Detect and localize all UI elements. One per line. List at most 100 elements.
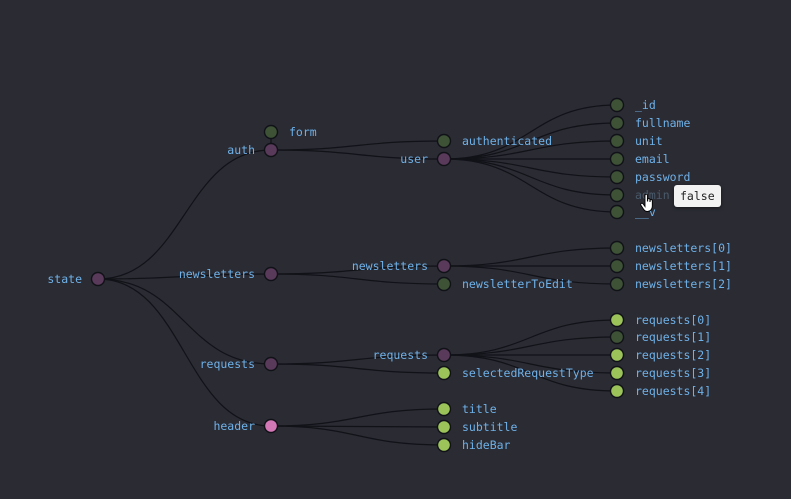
tree-link xyxy=(270,140,445,151)
tree-link xyxy=(270,354,445,365)
tree-link xyxy=(97,278,272,365)
value-tooltip: false xyxy=(674,185,721,207)
tree-node-unit[interactable]: unit xyxy=(609,133,663,149)
tree-link xyxy=(443,354,618,374)
tree-link xyxy=(270,425,445,428)
tree-link xyxy=(443,158,618,178)
tree-node-label: hideBar xyxy=(462,438,511,452)
tree-node-label: admin xyxy=(635,188,670,202)
tree-node-circle[interactable] xyxy=(436,401,452,417)
tree-node-label: subtitle xyxy=(462,420,517,434)
tree-node-circle[interactable] xyxy=(609,204,625,220)
tree-node-circle[interactable] xyxy=(609,276,625,292)
tree-link xyxy=(443,104,618,160)
tree-link xyxy=(270,273,445,285)
tree-node-authenticated[interactable]: authenticated xyxy=(436,133,553,149)
tree-node-circle[interactable] xyxy=(609,169,625,185)
tree-link xyxy=(443,265,618,285)
tree-node-label: requests xyxy=(200,357,255,371)
tree-node-label: requests[0] xyxy=(635,313,711,327)
tree-node-label: requests[1] xyxy=(635,330,711,344)
tree-node-circle[interactable] xyxy=(436,437,452,453)
tree-node-circle[interactable] xyxy=(263,356,279,372)
tree-node-selectedRequestType[interactable]: selectedRequestType xyxy=(436,365,594,381)
tree-node-state[interactable]: state xyxy=(47,271,106,287)
tree-node-hideBar[interactable]: hideBar xyxy=(436,437,511,453)
tree-node-circle[interactable] xyxy=(263,142,279,158)
tree-node-circle[interactable] xyxy=(436,419,452,435)
tree-node-label: newsletters xyxy=(352,259,428,273)
tree-node-circle[interactable] xyxy=(436,133,452,149)
tree-node-label: requests[4] xyxy=(635,384,711,398)
tree-node-circle[interactable] xyxy=(609,151,625,167)
tree-node-circle[interactable] xyxy=(263,418,279,434)
tree-link xyxy=(443,354,618,392)
tree-node-circle[interactable] xyxy=(90,271,106,287)
tree-node-circle[interactable] xyxy=(609,383,625,399)
tree-node-requests[interactable]: requests xyxy=(200,356,279,372)
hand-pointer-icon xyxy=(640,194,653,212)
tree-node-circle[interactable] xyxy=(609,133,625,149)
tree-node-label: newsletters[1] xyxy=(635,259,732,273)
tree-node-circle[interactable] xyxy=(609,240,625,256)
tree-link xyxy=(443,247,618,267)
tree-node-circle[interactable] xyxy=(436,365,452,381)
tree-node-newsletterToEdit[interactable]: newsletterToEdit xyxy=(436,276,573,292)
tree-link xyxy=(443,140,618,160)
tree-node-label: password xyxy=(635,170,690,184)
tree-node-label: selectedRequestType xyxy=(462,366,594,380)
tree-node-circle[interactable] xyxy=(609,187,625,203)
tree-node-newsletters-list[interactable]: newsletters xyxy=(352,258,452,274)
tree-node-label: newsletterToEdit xyxy=(462,277,573,291)
tree-node-circle[interactable] xyxy=(436,347,452,363)
tree-node-label: requests xyxy=(373,348,428,362)
tree-node-circle[interactable] xyxy=(609,347,625,363)
tree-node-requests1[interactable]: requests[1] xyxy=(609,329,712,345)
tree-node-circle[interactable] xyxy=(609,329,625,345)
tree-node-circle[interactable] xyxy=(609,365,625,381)
tree-node-subtitle[interactable]: subtitle xyxy=(436,419,518,435)
tree-node-id[interactable]: _id xyxy=(609,97,656,113)
tree-node-label: form xyxy=(289,125,317,139)
tree-node-label: requests[3] xyxy=(635,366,711,380)
tree-node-circle[interactable] xyxy=(263,266,279,282)
tree-node-label: newsletters[0] xyxy=(635,241,732,255)
tree-node-label: title xyxy=(462,402,497,416)
tree-node-fullname[interactable]: fullname xyxy=(609,115,691,131)
tree-node-header[interactable]: header xyxy=(213,418,279,434)
tree-link xyxy=(97,149,272,280)
tree-node-email[interactable]: email xyxy=(609,151,670,167)
tree-node-requests4[interactable]: requests[4] xyxy=(609,383,712,399)
tree-node-circle[interactable] xyxy=(436,151,452,167)
tree-link xyxy=(97,273,272,280)
tree-node-circle[interactable] xyxy=(436,276,452,292)
tree-node-label: user xyxy=(400,152,428,166)
tree-node-newsletters2[interactable]: newsletters[2] xyxy=(609,276,732,292)
tree-node-newsletters1[interactable]: newsletters[1] xyxy=(609,258,732,274)
tree-nodes: state auth newsletters requests header form us… xyxy=(47,97,732,453)
tree-node-circle[interactable] xyxy=(609,115,625,131)
tree-node-label: email xyxy=(635,152,670,166)
tree-node-newsletters[interactable]: newsletters xyxy=(179,266,279,282)
tree-node-requests3[interactable]: requests[3] xyxy=(609,365,712,381)
tree-link xyxy=(270,265,445,275)
tree-node-label: state xyxy=(47,272,82,286)
tree-node-circle[interactable] xyxy=(609,312,625,328)
tree-node-admin[interactable]: admin xyxy=(609,187,670,203)
tree-node-circle[interactable] xyxy=(609,97,625,113)
tree-node-title[interactable]: title xyxy=(436,401,497,417)
tree-node-auth[interactable]: auth xyxy=(227,142,279,158)
tree-node-password[interactable]: password xyxy=(609,169,691,185)
tree-link xyxy=(443,319,618,356)
tree-node-requests0[interactable]: requests[0] xyxy=(609,312,712,328)
tree-node-user[interactable]: user xyxy=(400,151,452,167)
tree-node-form[interactable]: form xyxy=(263,124,317,140)
tree-node-newsletters0[interactable]: newsletters[0] xyxy=(609,240,732,256)
tree-node-circle[interactable] xyxy=(263,124,279,140)
tree-node-circle[interactable] xyxy=(609,258,625,274)
tree-node-requests2[interactable]: requests[2] xyxy=(609,347,712,363)
tree-node-requests-list[interactable]: requests xyxy=(373,347,452,363)
tree-link xyxy=(270,363,445,374)
tree-node-circle[interactable] xyxy=(436,258,452,274)
